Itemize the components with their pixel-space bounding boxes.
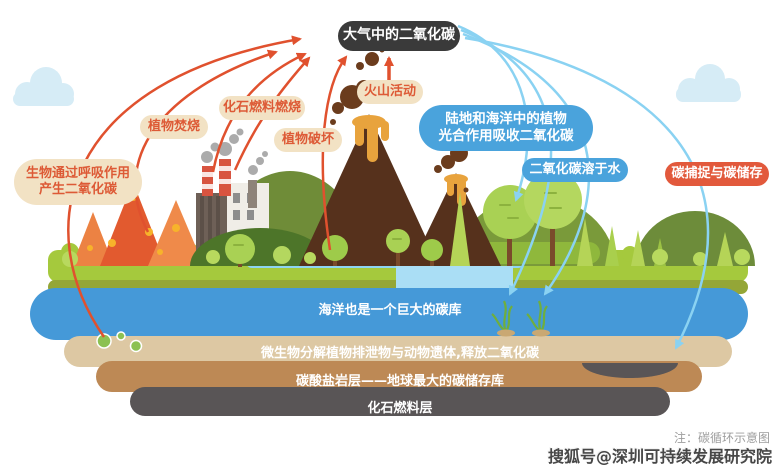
arrow-plant-destruction [321,55,348,251]
label-fossil-fuel-burning: 化石燃料燃烧 [219,96,305,120]
label-ocean-layer: 海洋也是一个巨大的碳库 [318,303,462,318]
burning-trees-icon [72,182,204,266]
volcano-icon-large [299,47,439,266]
microbes-icon [96,331,143,353]
label-carbon-capture: 碳捕捉与碳储存 [665,162,769,186]
cloud-icon-right [676,64,741,102]
carbonate-layer [96,361,702,392]
label-fossil-fuel-layer: 化石燃料层 [367,401,433,416]
label-co2-dissolves: 二氧化碳溶于水 [522,158,628,182]
label-photosynthesis: 陆地和海洋中的植物 光合作用吸收二氧化碳 [419,105,593,151]
cloud-icon-left [13,67,74,106]
trees [62,171,750,267]
arrow-ocean-plants-2 [462,32,591,296]
label-photosynthesis-line2: 光合作用吸收二氧化碳 [438,128,574,144]
diagram-note: 注：碳循环示意图 [673,431,770,445]
label-plant-burning: 植物焚烧 [140,115,208,139]
label-photosynthesis-line1: 陆地和海洋中的植物 [445,111,567,128]
label-microbial-layer: 微生物分解植物排泄物与动物遗体,释放二氧化碳 [261,346,539,361]
factory-smoke-icon [201,128,268,175]
label-volcano-activity: 火山活动 [357,80,423,104]
watermark: 搜狐号@深圳可持续发展研究院 [547,447,772,466]
arrow-carbon-capture [464,36,710,350]
oil-deposit [582,363,678,378]
seaweed-icon [491,300,550,337]
label-plant-destruction: 植物破坏 [274,128,342,152]
label-respiration: 生物通过呼吸作用 产生二氧化碳 [14,159,142,205]
fossil-fuel-layer [130,387,670,416]
label-carbonate-layer: 碳酸盐岩层——地球最大的碳储存库 [295,374,504,389]
ocean-layer [30,288,748,340]
label-respiration-line1: 生物通过呼吸作用 [25,165,130,181]
microbial-layer [64,336,732,367]
label-atmosphere-co2: 大气中的二氧化碳 [338,21,460,51]
label-respiration-line2: 产生二氧化碳 [38,182,117,197]
